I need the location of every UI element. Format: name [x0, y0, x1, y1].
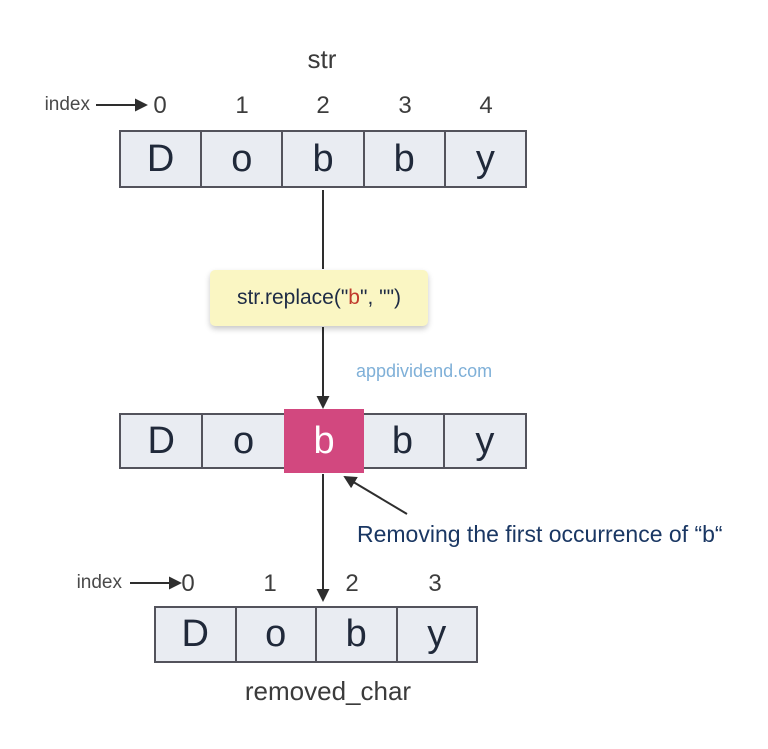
- bottom-array-caption: removed_char: [244, 676, 412, 706]
- middle-array-cell: y: [444, 415, 526, 467]
- bottom-index-0: 0: [181, 570, 195, 597]
- top-array-cell: D: [121, 132, 203, 186]
- top-array-cell: o: [202, 132, 284, 186]
- top-array: D o b b y: [119, 130, 527, 188]
- bottom-index-3: 3: [428, 570, 442, 597]
- top-index-label: index: [44, 94, 90, 115]
- code-prefix: str.replace(": [236, 286, 349, 309]
- annotation-arrow: [343, 476, 408, 515]
- bottom-array-cell: D: [156, 608, 237, 661]
- middle-array: D o b b y: [119, 409, 527, 473]
- annotation-text: Removing the first occurrence of “b“: [357, 521, 723, 547]
- bottom-index-label: index: [76, 572, 122, 593]
- bottom-array: D o b y: [154, 606, 478, 663]
- bottom-array-cell: y: [397, 608, 476, 661]
- top-array-cell: y: [445, 132, 526, 186]
- top-array-title: str: [307, 44, 337, 74]
- code-suffix: ", ""): [359, 286, 402, 309]
- top-index-2: 2: [316, 92, 330, 119]
- bottom-array-cell: b: [317, 608, 398, 661]
- top-index-3: 3: [398, 92, 412, 119]
- middle-array-cell: D: [121, 415, 204, 467]
- bottom-array-cell: o: [236, 608, 317, 661]
- bottom-index-1: 1: [263, 570, 277, 597]
- middle-array-cell: b: [362, 415, 445, 467]
- code-highlight-char: b: [348, 286, 360, 309]
- bottom-index-2: 2: [345, 570, 359, 597]
- top-index-1: 1: [235, 92, 249, 119]
- replace-code-box: str.replace("b", ""): [210, 270, 428, 326]
- top-array-cell: b: [283, 132, 365, 186]
- top-index-4: 4: [479, 92, 493, 119]
- watermark-text: appdividend.com: [356, 361, 493, 381]
- top-array-cell: b: [364, 132, 446, 186]
- top-index-0: 0: [153, 92, 167, 119]
- middle-array-highlighted-cell: b: [283, 409, 365, 473]
- middle-array-cell: o: [203, 415, 286, 467]
